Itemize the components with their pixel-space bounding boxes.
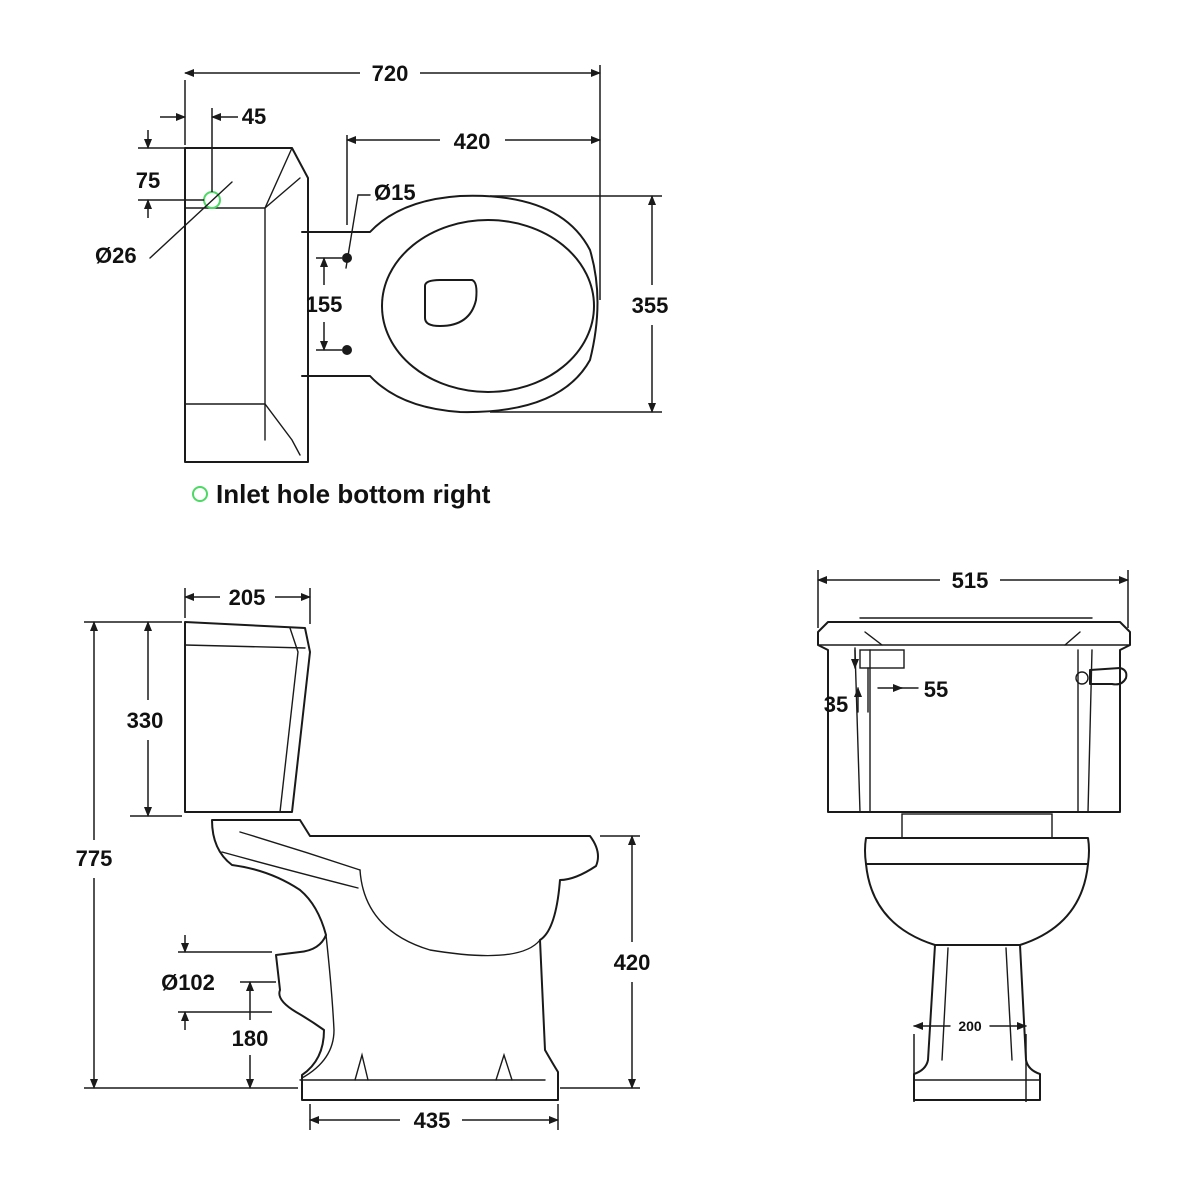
dim-55-label: 55 xyxy=(924,677,948,702)
side-cistern-outline xyxy=(184,621,311,813)
dim-d26-label: Ø26 xyxy=(95,243,137,268)
dim-515-label: 515 xyxy=(952,568,989,593)
leader-line xyxy=(345,194,359,269)
dim-d102-label: Ø102 xyxy=(161,970,215,995)
dim-45-label: 45 xyxy=(242,104,266,129)
fixing-hole-icon xyxy=(342,345,352,355)
dim-355-label: 355 xyxy=(632,293,669,318)
top-view: 720 45 75 Ø26 420 Ø15 155 355 xyxy=(95,61,668,509)
dim-200-label: 200 xyxy=(958,1018,982,1034)
top-cistern-outline xyxy=(184,147,309,463)
dim-435-label: 435 xyxy=(414,1108,451,1133)
dim-720-label: 720 xyxy=(372,61,409,86)
dim-205-label: 205 xyxy=(229,585,266,610)
dim-75-label: 75 xyxy=(136,168,160,193)
side-pan-outline xyxy=(211,819,599,1101)
inlet-leader xyxy=(149,181,233,259)
side-view: 205 330 775 Ø102 180 420 xyxy=(76,585,651,1133)
dim-155-label: 155 xyxy=(306,292,343,317)
inlet-note: Inlet hole bottom right xyxy=(216,479,491,509)
front-view: 515 35 55 200 xyxy=(817,568,1131,1102)
front-pan-outline xyxy=(864,813,1090,1101)
top-pan-neck xyxy=(301,194,599,414)
green-circle-icon xyxy=(192,486,208,502)
dim-775-label: 775 xyxy=(76,846,113,871)
flush-lever-icon xyxy=(1075,667,1128,686)
toilet-seat-outline xyxy=(381,219,595,393)
dim-35-label: 35 xyxy=(824,692,848,717)
dim-330-label: 330 xyxy=(127,708,164,733)
front-cistern-outline xyxy=(817,617,1131,813)
dim-420-label: 420 xyxy=(454,129,491,154)
dim-d15-label: Ø15 xyxy=(374,180,416,205)
bowl-opening xyxy=(424,279,478,327)
dim-180-label: 180 xyxy=(232,1026,269,1051)
dim-420-pan-label: 420 xyxy=(614,950,651,975)
